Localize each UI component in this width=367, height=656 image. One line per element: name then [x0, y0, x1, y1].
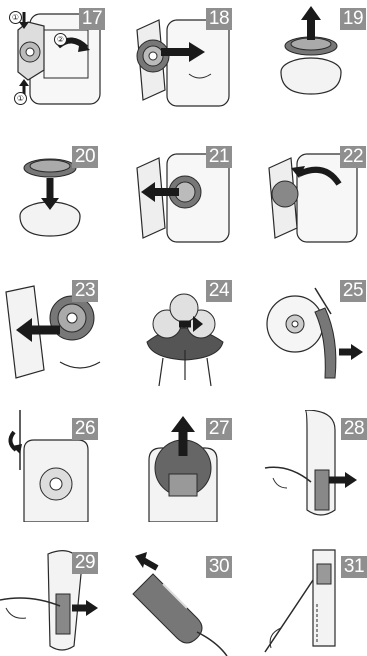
marker-1-bottom: ① — [14, 92, 27, 105]
step-number-badge: 29 — [72, 552, 98, 574]
step-28-illustration: 28 — [255, 410, 367, 522]
marker-2: ② — [54, 33, 67, 46]
step-24-illustration: 24 — [127, 278, 239, 390]
step-30-illustration: 30 — [127, 544, 239, 656]
step-18-illustration: 18 — [127, 0, 239, 112]
step-17-illustration: ① ② ① 17 — [0, 0, 112, 112]
step-number-badge: 24 — [206, 280, 232, 302]
step-number-badge: 18 — [206, 8, 232, 30]
step-31-illustration: 31 — [255, 544, 367, 656]
step-19-illustration: 19 — [255, 0, 367, 112]
step-22-illustration: 22 — [255, 138, 367, 250]
marker-1-top: ① — [9, 11, 22, 24]
step-21-illustration: 21 — [127, 138, 239, 250]
step-number-badge: 17 — [79, 8, 105, 30]
step-number-badge: 27 — [206, 418, 232, 440]
step-number-badge: 25 — [340, 280, 366, 302]
step-20-illustration: 20 — [0, 138, 112, 250]
step-number-badge: 28 — [341, 418, 367, 440]
step-number-badge: 26 — [72, 418, 98, 440]
step-23-illustration: 23 — [0, 278, 112, 390]
step-number-badge: 23 — [72, 280, 98, 302]
step-27-illustration: 27 — [127, 410, 239, 522]
step-number-badge: 31 — [341, 556, 367, 578]
step-number-badge: 30 — [206, 556, 232, 578]
step-number-badge: 22 — [340, 146, 366, 168]
step-number-badge: 20 — [72, 146, 98, 168]
step-25-illustration: 25 — [255, 278, 367, 390]
step-number-badge: 21 — [206, 146, 232, 168]
step-number-badge: 19 — [340, 8, 366, 30]
step-29-illustration: 29 — [0, 544, 112, 656]
step-26-illustration: 26 — [0, 410, 112, 522]
